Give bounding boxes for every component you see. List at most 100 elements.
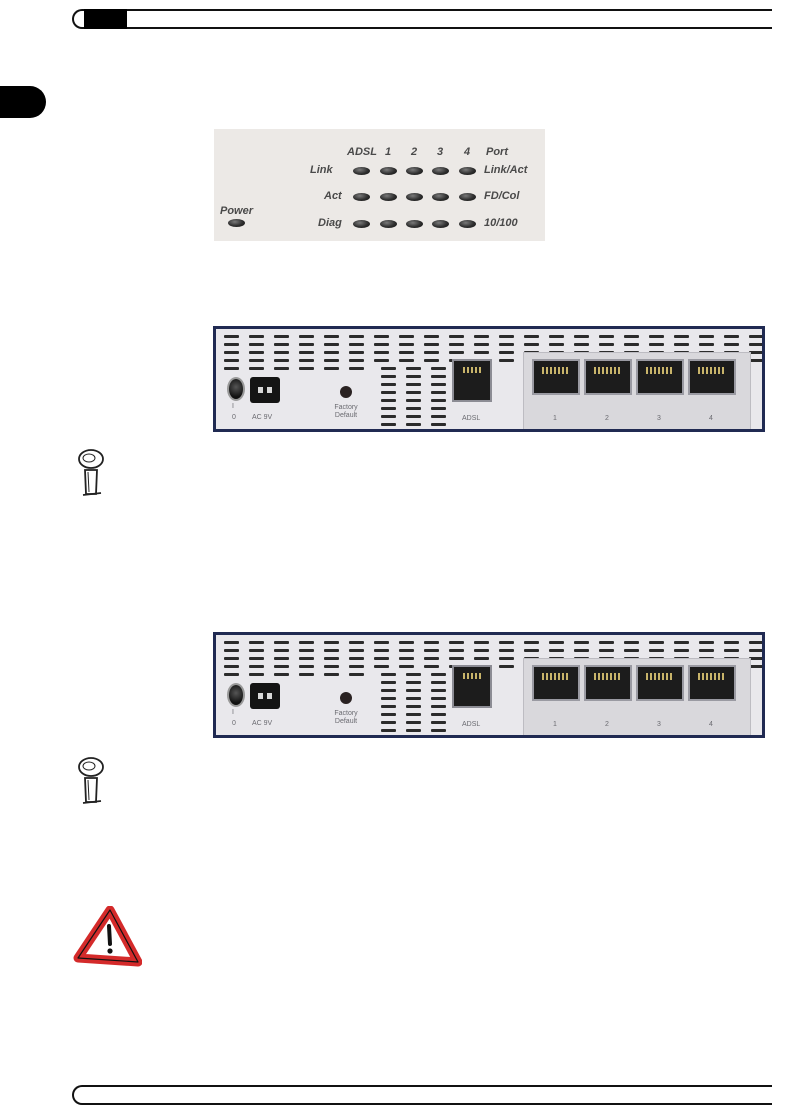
- vent-slot: [349, 657, 364, 660]
- vent-slot: [324, 335, 339, 338]
- power-switch: [227, 377, 245, 401]
- vent-slot: [549, 641, 564, 644]
- vent-slot: [299, 359, 314, 362]
- lan-port-4: [688, 359, 736, 395]
- vent-slot: [406, 407, 421, 410]
- vent-slot: [349, 335, 364, 338]
- vent-slot: [249, 343, 264, 346]
- vent-slot: [381, 697, 396, 700]
- led-link-3: [432, 167, 449, 175]
- vent-slot: [749, 665, 762, 668]
- warning-triangle-icon: [73, 906, 142, 967]
- vent-slot: [424, 657, 439, 660]
- vent-slot: [399, 351, 414, 354]
- led-act-1: [380, 193, 397, 201]
- vent-slot: [374, 335, 389, 338]
- switch-label-on: I: [232, 709, 234, 716]
- vent-slot: [649, 335, 664, 338]
- vent-slot: [449, 351, 464, 354]
- vent-slot: [474, 343, 489, 346]
- led-diag-3: [432, 220, 449, 228]
- vent-slot: [424, 335, 439, 338]
- vent-slot: [474, 641, 489, 644]
- vent-slot: [399, 335, 414, 338]
- led-link-adsl: [353, 167, 370, 175]
- power-switch: [227, 683, 245, 707]
- lan-port-1: [532, 359, 580, 395]
- led-column-label-3: 3: [437, 146, 444, 158]
- vent-slot: [381, 407, 396, 410]
- vent-slot: [224, 641, 239, 644]
- vent-slot: [499, 665, 514, 668]
- info-icon: [78, 757, 104, 804]
- vent-slot: [524, 649, 539, 652]
- footer-rule: [72, 1085, 772, 1105]
- vent-slot: [406, 391, 421, 394]
- power-socket-label: AC 9V: [252, 720, 273, 727]
- vent-slot: [274, 641, 289, 644]
- led-diag-4: [459, 220, 476, 228]
- vent-slot: [574, 335, 589, 338]
- vent-slot: [249, 641, 264, 644]
- vent-slot: [649, 641, 664, 644]
- vent-slot: [381, 705, 396, 708]
- lan-port-label-3: 3: [657, 721, 661, 728]
- vent-slot: [274, 343, 289, 346]
- led-diag-1: [380, 220, 397, 228]
- led-link-4: [459, 167, 476, 175]
- lan-port-3: [636, 359, 684, 395]
- vent-slot: [749, 343, 762, 346]
- vent-slot: [324, 641, 339, 644]
- vent-slot: [249, 359, 264, 362]
- chapter-tab: [0, 86, 46, 118]
- vent-slot: [699, 649, 714, 652]
- vent-slot: [381, 415, 396, 418]
- vent-slot: [299, 367, 314, 370]
- vent-slot: [274, 367, 289, 370]
- vent-slot: [249, 335, 264, 338]
- vent-slot: [224, 335, 239, 338]
- vent-slot: [649, 343, 664, 346]
- led-port-label-fd-col: FD/Col: [484, 190, 520, 202]
- vent-slot: [431, 375, 446, 378]
- vent-slot: [381, 673, 396, 676]
- vent-slot: [749, 351, 762, 354]
- vent-slot: [399, 343, 414, 346]
- vent-slot: [249, 367, 264, 370]
- vent-slot: [399, 641, 414, 644]
- vent-slot: [249, 665, 264, 668]
- lan-port-bay: [523, 658, 751, 735]
- vent-slot: [406, 689, 421, 692]
- vent-slot: [424, 351, 439, 354]
- vent-slot: [674, 335, 689, 338]
- vent-slot: [274, 351, 289, 354]
- vent-slot: [599, 335, 614, 338]
- vent-slot: [724, 649, 739, 652]
- vent-slot: [499, 657, 514, 660]
- adsl-port: [452, 359, 492, 402]
- vent-slot: [499, 343, 514, 346]
- vent-slot: [224, 343, 239, 346]
- vent-slot: [431, 705, 446, 708]
- vent-slot: [224, 657, 239, 660]
- vent-slot: [406, 673, 421, 676]
- vent-slot: [324, 367, 339, 370]
- vent-slot: [324, 657, 339, 660]
- header-rule: [72, 9, 772, 29]
- vent-slot: [324, 351, 339, 354]
- lan-port-label-2: 2: [605, 415, 609, 422]
- led-row-label-act: Act: [324, 190, 342, 202]
- lan-port-4: [688, 665, 736, 701]
- vent-slot: [224, 673, 239, 676]
- vent-slot: [299, 351, 314, 354]
- vent-slot: [224, 649, 239, 652]
- vent-slot: [406, 423, 421, 426]
- vent-slot: [324, 649, 339, 652]
- factory-label-line1: Factory: [334, 710, 358, 717]
- vent-slot: [374, 343, 389, 346]
- lan-port-label-2: 2: [605, 721, 609, 728]
- vent-slot: [381, 391, 396, 394]
- led-act-3: [432, 193, 449, 201]
- vent-slot: [299, 343, 314, 346]
- vent-slot: [406, 681, 421, 684]
